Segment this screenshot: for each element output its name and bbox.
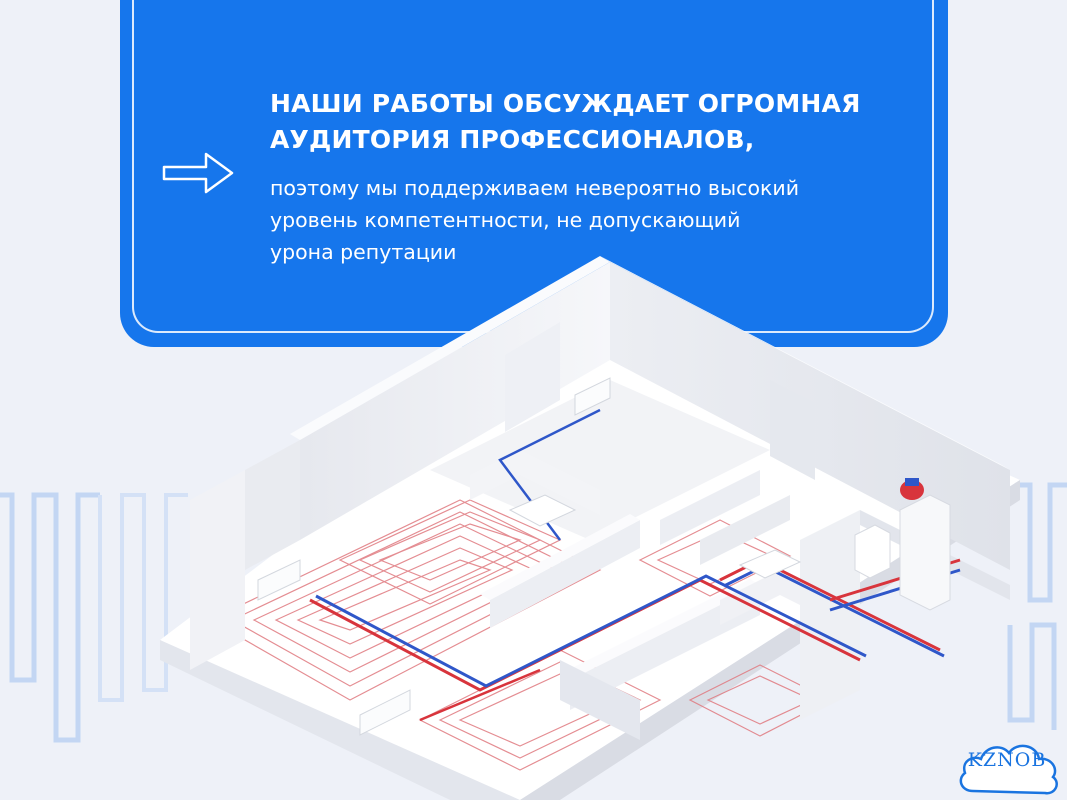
arrow-right-icon — [162, 152, 234, 194]
sink-icon — [508, 494, 802, 579]
expansion-tank-icon — [900, 478, 924, 500]
back-room-floor — [430, 380, 770, 540]
body-line: поэтому мы поддерживаем невероятно высок… — [270, 176, 800, 200]
headline-line: НАШИ РАБОТЫ ОБСУЖДАЕТ ОГРОМНАЯ — [270, 89, 861, 118]
radiator-icon — [257, 377, 611, 736]
headline-banner — [120, 0, 948, 347]
boiler-icon — [854, 494, 951, 611]
headline: НАШИ РАБОТЫ ОБСУЖДАЕТ ОГРОМНАЯ АУДИТОРИЯ… — [270, 86, 930, 158]
headline-line: АУДИТОРИЯ ПРОФЕССИОНАЛОВ, — [270, 125, 755, 154]
walls — [190, 256, 1010, 740]
body-line: уровень компетентности, не допускающий — [270, 208, 741, 232]
body-text: поэтому мы поддерживаем невероятно высок… — [270, 172, 930, 268]
cloud-icon — [959, 744, 1058, 795]
logo-text: KZNOB — [967, 749, 1047, 771]
body-line: урона репутации — [270, 240, 457, 264]
brand-logo: KZNOB — [955, 727, 1067, 800]
